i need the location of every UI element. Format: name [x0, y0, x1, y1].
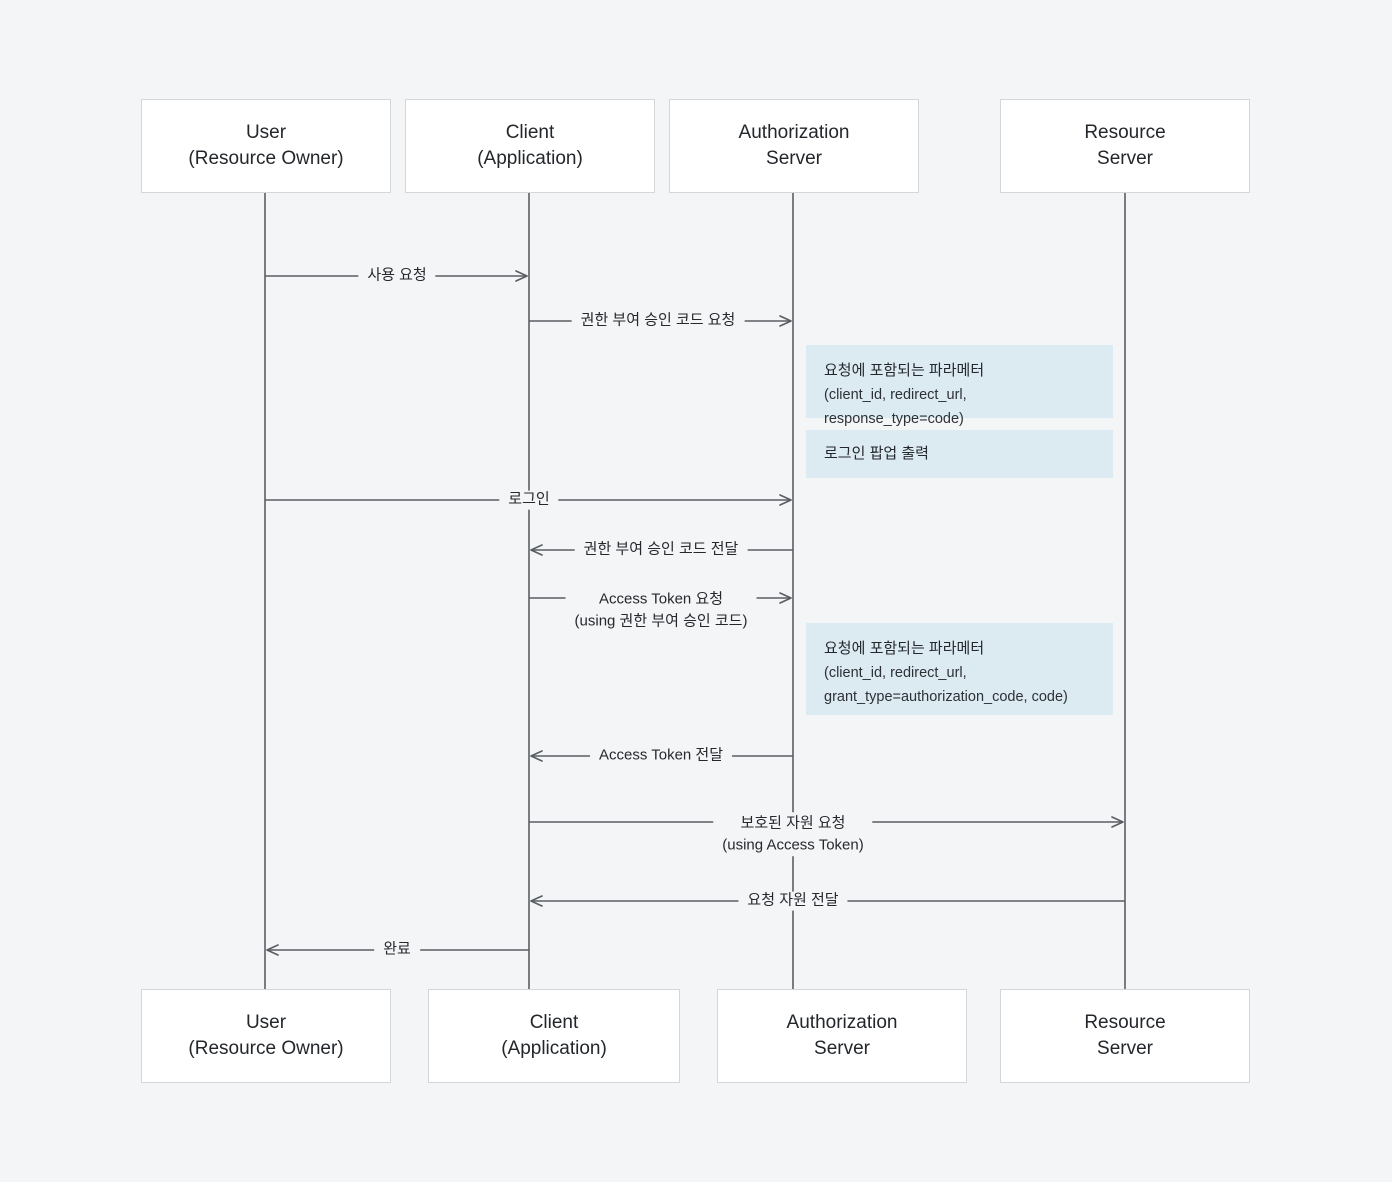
note-title: 로그인 팝업 출력	[824, 444, 929, 462]
note-authorization-request-params: 요청에 포함되는 파라메터 (client_id, redirect_url, …	[806, 345, 1113, 427]
message-label-m8: 요청 자원 전달	[738, 891, 848, 911]
participant-label-line2: (Resource Owner)	[188, 1038, 344, 1059]
participant-label-line2: (Application)	[501, 1038, 607, 1059]
participant-bottom-resource-server[interactable]: Resource Server	[1000, 989, 1250, 1083]
message-label-subtext: (using Access Token)	[722, 836, 864, 853]
participant-label-line2: Server	[814, 1038, 870, 1059]
message-label-m4: 권한 부여 승인 코드 전달	[574, 540, 748, 560]
participant-top-authorization-server[interactable]: Authorization Server	[669, 99, 919, 193]
message-label-text: Access Token 요청	[598, 590, 724, 608]
note-line: (client_id, redirect_url,	[824, 665, 967, 682]
message-label-text: 권한 부여 승인 코드 요청	[580, 311, 736, 329]
note-login-popup: 로그인 팝업 출력	[806, 430, 1113, 478]
participant-label-line1: Resource	[1084, 1011, 1166, 1033]
message-label-text: 사용 요청	[367, 266, 427, 284]
participant-label-line2: Server	[766, 148, 822, 169]
participant-top-resource-server[interactable]: Resource Server	[1000, 99, 1250, 193]
participant-label-line2: Server	[1097, 148, 1153, 169]
message-label-subtext: (using 권한 부여 승인 코드)	[574, 612, 748, 629]
message-label-text: 요청 자원 전달	[747, 891, 839, 909]
message-label-m1: 사용 요청	[358, 266, 436, 286]
message-label-text: 권한 부여 승인 코드 전달	[583, 540, 739, 558]
participant-bottom-client[interactable]: Client (Application)	[428, 989, 680, 1083]
participant-top-client[interactable]: Client (Application)	[405, 99, 655, 193]
note-line: (client_id, redirect_url, response_type=…	[824, 387, 967, 427]
participant-bottom-authorization-server[interactable]: Authorization Server	[717, 989, 967, 1083]
message-label-m9: 완료	[374, 940, 420, 960]
participant-label-line2: Server	[1097, 1038, 1153, 1059]
message-label-m5: Access Token 요청 (using 권한 부여 승인 코드)	[565, 588, 757, 632]
message-label-m7: 보호된 자원 요청 (using Access Token)	[713, 812, 873, 856]
message-label-m2: 권한 부여 승인 코드 요청	[571, 311, 745, 331]
message-label-text: Access Token 전달	[598, 746, 724, 764]
participant-label-line1: Authorization	[738, 121, 850, 143]
message-label-text: 로그인	[508, 490, 550, 508]
note-line: grant_type=authorization_code, code)	[824, 688, 1068, 705]
participant-label-line2: (Resource Owner)	[188, 148, 344, 169]
message-label-m6: Access Token 전달	[589, 746, 733, 766]
message-label-m3: 로그인	[499, 490, 559, 510]
participant-top-user[interactable]: User (Resource Owner)	[141, 99, 391, 193]
message-label-text: 보호된 자원 요청	[740, 814, 846, 832]
participant-label-line1: Resource	[1084, 121, 1166, 143]
participant-label-line1: Client	[505, 121, 555, 143]
participant-bottom-user[interactable]: User (Resource Owner)	[141, 989, 391, 1083]
message-label-text: 완료	[383, 940, 411, 958]
note-title: 요청에 포함되는 파라메터	[824, 640, 985, 657]
participant-label-line1: User	[245, 1011, 287, 1033]
note-title: 요청에 포함되는 파라메터	[824, 362, 985, 379]
note-token-request-params: 요청에 포함되는 파라메터 (client_id, redirect_url, …	[806, 623, 1113, 715]
participant-label-line2: (Application)	[477, 148, 583, 169]
participant-label-line1: User	[245, 121, 287, 143]
participant-label-line1: Authorization	[786, 1011, 898, 1033]
participant-label-line1: Client	[529, 1011, 579, 1033]
